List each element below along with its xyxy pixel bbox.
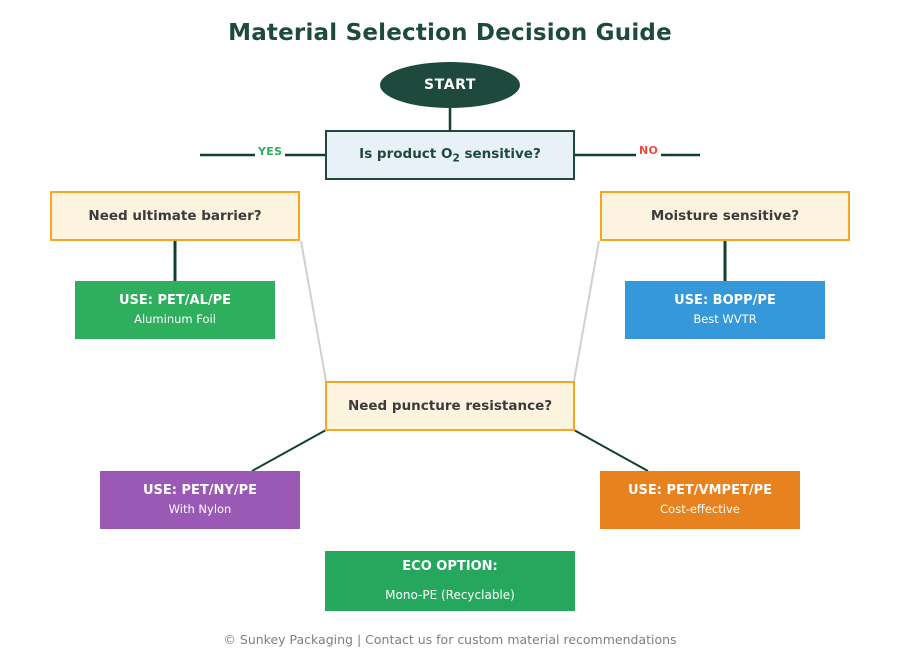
edge-label-yes: YES xyxy=(255,145,286,158)
result-node-eco-option-title: ECO OPTION: xyxy=(402,559,498,575)
decision-node-puncture-resistance[interactable]: Need puncture resistance? xyxy=(325,381,575,431)
result-node-pet-vmpet-pe[interactable]: USE: PET/VMPET/PE Cost-effective xyxy=(600,471,800,529)
result-node-pet-al-pe[interactable]: USE: PET/AL/PE Aluminum Foil xyxy=(75,281,275,339)
decision-node-puncture-resistance-label: Need puncture resistance? xyxy=(347,398,553,414)
result-node-pet-ny-pe[interactable]: USE: PET/NY/PE With Nylon xyxy=(100,471,300,529)
result-node-bopp-pe-title: USE: BOPP/PE xyxy=(674,292,776,308)
footer-text: © Sunkey Packaging | Contact us for cust… xyxy=(223,632,677,647)
decision-node-moisture-sensitive-label: Moisture sensitive? xyxy=(650,208,800,224)
result-node-pet-al-pe-title: USE: PET/AL/PE xyxy=(118,292,232,308)
result-node-bopp-pe-subtitle: Best WVTR xyxy=(693,311,757,326)
result-node-eco-option[interactable]: ECO OPTION: Mono-PE (Recyclable) xyxy=(325,551,575,611)
page-title: Material Selection Decision Guide xyxy=(228,20,672,46)
connector-puncture-to-vmpet xyxy=(573,429,649,472)
result-node-pet-ny-pe-subtitle: With Nylon xyxy=(168,501,232,516)
decision-node-moisture-sensitive[interactable]: Moisture sensitive? xyxy=(600,191,850,241)
result-node-pet-ny-pe-title: USE: PET/NY/PE xyxy=(143,482,257,498)
start-node[interactable]: START xyxy=(380,62,520,108)
subscript-two: 2 xyxy=(452,152,460,165)
result-node-pet-vmpet-pe-subtitle: Cost-effective xyxy=(660,501,740,516)
connector-moisture-to-puncture xyxy=(573,240,600,382)
connector-puncture-to-nylon xyxy=(251,429,327,472)
decision-node-ultimate-barrier-label: Need ultimate barrier? xyxy=(88,208,262,224)
start-node-label: START xyxy=(423,77,477,93)
edge-label-no: NO xyxy=(636,144,662,157)
result-node-eco-option-subtitle: Mono-PE (Recyclable) xyxy=(385,587,515,602)
result-node-pet-vmpet-pe-title: USE: PET/VMPET/PE xyxy=(628,482,772,498)
decision-node-o2-label: Is product O2 sensitive? xyxy=(359,145,541,165)
decision-node-o2-sensitive[interactable]: Is product O2 sensitive? xyxy=(325,130,575,180)
decision-node-ultimate-barrier[interactable]: Need ultimate barrier? xyxy=(50,191,300,241)
result-node-pet-al-pe-subtitle: Aluminum Foil xyxy=(134,311,216,326)
connector-barrier-to-puncture xyxy=(300,240,327,382)
result-node-bopp-pe[interactable]: USE: BOPP/PE Best WVTR xyxy=(625,281,825,339)
